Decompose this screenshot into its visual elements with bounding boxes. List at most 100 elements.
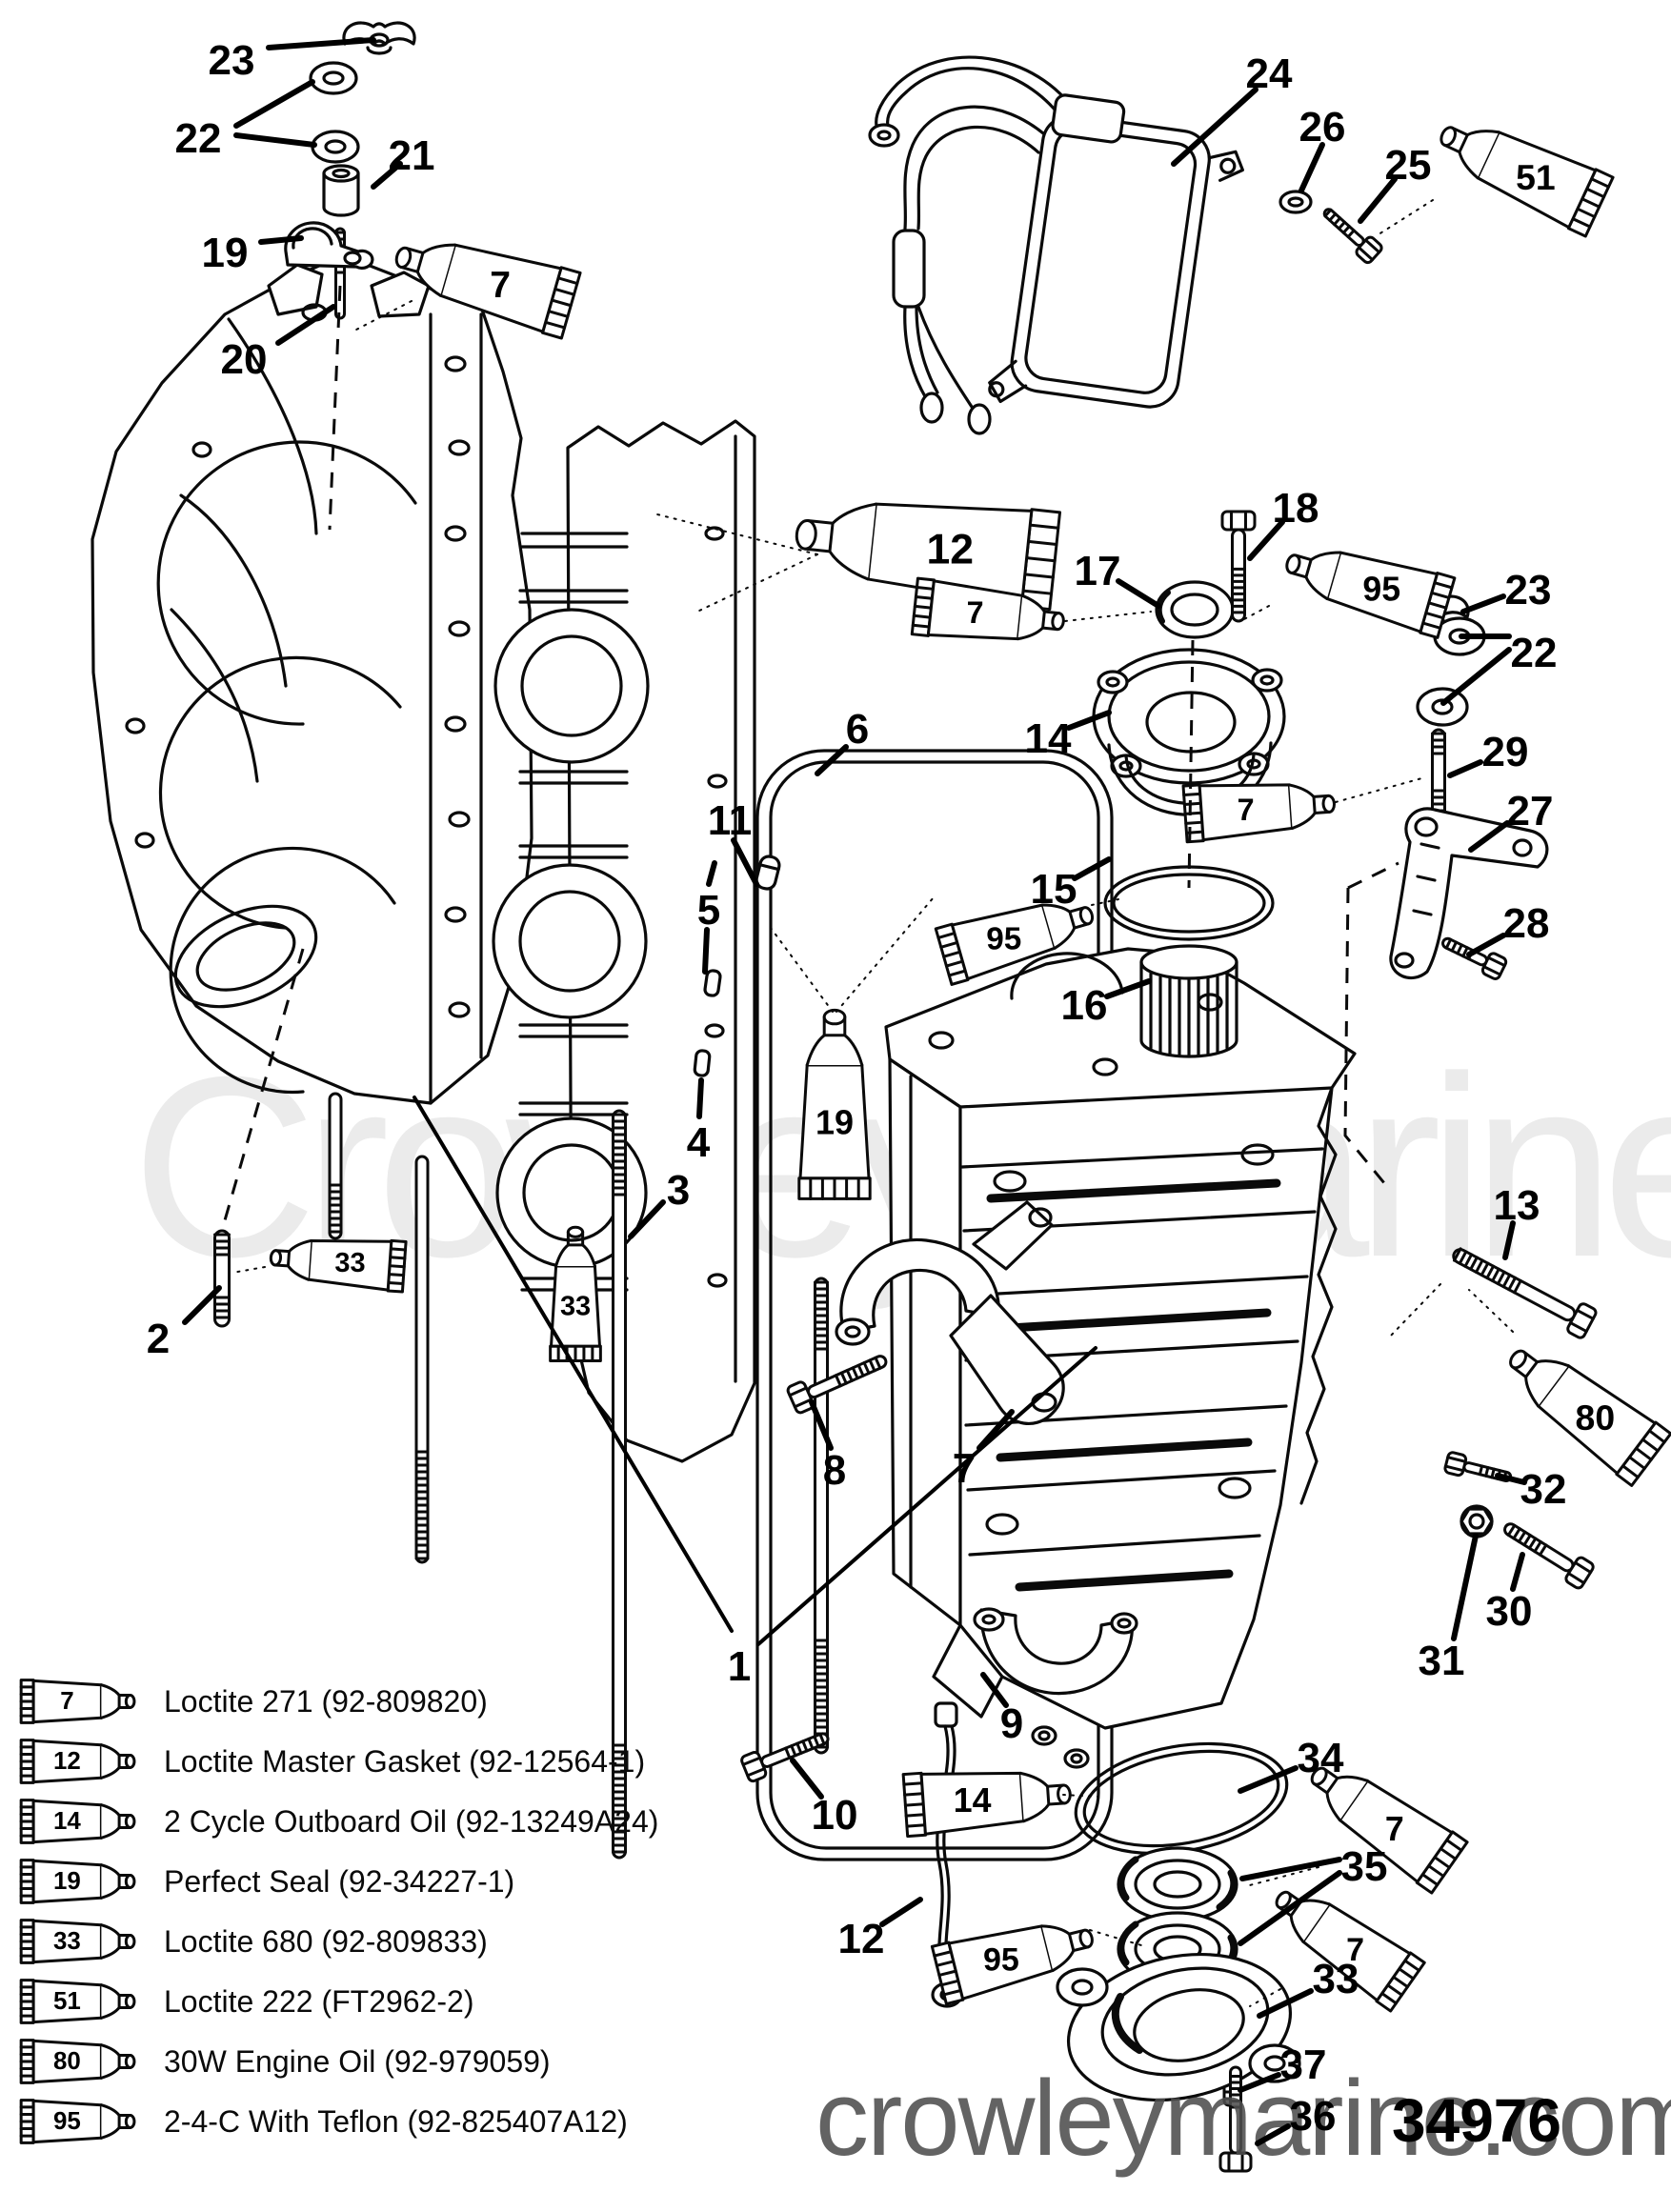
tube-number: 19 bbox=[815, 1103, 854, 1142]
legend-label: Loctite 222 (FT2962-2) bbox=[164, 1984, 474, 2019]
callout-26: 26 bbox=[1299, 104, 1346, 193]
stud bbox=[814, 1277, 829, 1755]
callout-number: 2 bbox=[147, 1316, 170, 1362]
tube-number: 95 bbox=[986, 922, 1021, 957]
callout-number: 26 bbox=[1299, 104, 1346, 151]
dotted-application-leader bbox=[1388, 1283, 1441, 1338]
tube-number: 95 bbox=[1362, 571, 1400, 609]
leader-line bbox=[1238, 2072, 1281, 2093]
leader-line bbox=[1358, 176, 1398, 224]
dotted-application-leader bbox=[355, 300, 413, 331]
bolt bbox=[786, 1355, 888, 1415]
part-upper-end-cap-stack bbox=[1092, 580, 1286, 1058]
dotted-application-leader bbox=[1335, 776, 1426, 803]
tube-number: 12 bbox=[926, 527, 974, 573]
legend-row-7: 7 Loctite 271 (92-809820) bbox=[19, 1679, 488, 1724]
legend-label: Loctite Master Gasket (92-12564-1) bbox=[164, 1744, 645, 1779]
part-clamps-and-cable bbox=[835, 1200, 1138, 2008]
callout-number: 34 bbox=[1298, 1735, 1344, 1781]
leader-line bbox=[815, 744, 849, 776]
stud bbox=[213, 1229, 231, 1328]
callout-number: 11 bbox=[708, 797, 753, 844]
leader-line bbox=[706, 860, 717, 887]
bolt bbox=[1322, 208, 1383, 265]
leader-line bbox=[980, 1672, 1009, 1708]
callout-22: 22 bbox=[1440, 630, 1558, 706]
sealant-tube-14-11: 14 bbox=[901, 1771, 1072, 1839]
callout-number: 21 bbox=[389, 132, 435, 179]
leader-line bbox=[702, 927, 710, 975]
callout-number: 27 bbox=[1507, 788, 1554, 835]
sealant-tube-51-2: 51 bbox=[1439, 126, 1615, 238]
callout-31: 31 bbox=[1419, 1533, 1479, 1684]
leader-line bbox=[371, 161, 403, 190]
callout-number: 19 bbox=[202, 230, 249, 276]
tube-number: 14 bbox=[53, 1808, 81, 1835]
callout-number: 22 bbox=[1511, 630, 1558, 676]
legend-label: Loctite 680 (92-809833) bbox=[164, 1924, 488, 1959]
callout-number: 20 bbox=[221, 336, 268, 383]
dotted-application-leader bbox=[1064, 611, 1152, 622]
callout-number: 30 bbox=[1486, 1588, 1533, 1635]
callout-22: 22 bbox=[175, 79, 317, 162]
legend-label: 2 Cycle Outboard Oil (92-13249A24) bbox=[164, 1804, 658, 1839]
leader-line bbox=[275, 304, 336, 346]
sealant-tube-7-4: 7 bbox=[910, 576, 1065, 641]
callout-9: 9 bbox=[980, 1672, 1023, 1747]
leader-line bbox=[809, 1399, 834, 1451]
leader-line bbox=[233, 79, 315, 129]
legend-label: Loctite 271 (92-809820) bbox=[164, 1684, 488, 1719]
callout-number: 37 bbox=[1280, 2041, 1327, 2088]
leader-line bbox=[1255, 2123, 1291, 2146]
sealant-tube-7-14: 7 bbox=[1275, 1890, 1426, 2013]
leader-line bbox=[1238, 1870, 1342, 1946]
leader-line bbox=[1104, 978, 1152, 999]
sealant-tube-19-legend: 19 bbox=[19, 1859, 136, 1904]
callout-number: 32 bbox=[1520, 1466, 1567, 1513]
callout-number: 6 bbox=[846, 706, 869, 753]
callout-number: 23 bbox=[209, 37, 255, 84]
dashed-projection-line bbox=[221, 948, 305, 1228]
callout-3: 3 bbox=[628, 1167, 690, 1239]
tube-number: 7 bbox=[1346, 1932, 1364, 1968]
callout-25: 25 bbox=[1358, 142, 1431, 224]
leader-line bbox=[879, 1897, 923, 1927]
tube-number: 95 bbox=[983, 1941, 1019, 1978]
dashed-projection-line bbox=[1343, 887, 1391, 1190]
callout-12: 12 bbox=[838, 1897, 923, 1962]
callout-number: 8 bbox=[823, 1447, 846, 1494]
callout-number: 28 bbox=[1503, 900, 1550, 947]
sealant-tube-7-legend: 7 bbox=[19, 1679, 136, 1724]
leader-line bbox=[182, 1285, 222, 1325]
dashed-projection-line bbox=[328, 285, 342, 531]
leader-line bbox=[266, 37, 376, 50]
tube-number: 33 bbox=[334, 1248, 365, 1278]
callout-number: 18 bbox=[1273, 485, 1319, 532]
bolt bbox=[740, 1732, 830, 1783]
leader-line bbox=[1238, 1765, 1299, 1794]
small-hardware-top-left bbox=[284, 21, 416, 270]
callout-10: 10 bbox=[790, 1758, 857, 1839]
leader-line bbox=[1460, 593, 1506, 614]
tube-number: 19 bbox=[53, 1868, 81, 1895]
tube-number: 80 bbox=[53, 2048, 81, 2075]
callout-number: 5 bbox=[697, 887, 720, 934]
dotted-application-leader bbox=[836, 896, 935, 1013]
legend-row-14: 14 2 Cycle Outboard Oil (92-13249A24) bbox=[19, 1799, 658, 1844]
part-cylinder-block-right bbox=[884, 947, 1357, 1730]
sealant-tube-14-legend: 14 bbox=[19, 1799, 136, 1844]
tube-number: 95 bbox=[53, 2108, 81, 2135]
studs-group bbox=[213, 227, 1446, 2107]
callout-24: 24 bbox=[1171, 50, 1293, 167]
wing-clip-23 bbox=[342, 21, 416, 55]
leader-line bbox=[1299, 142, 1325, 193]
spacer-21 bbox=[322, 164, 360, 217]
leader-line bbox=[1239, 1857, 1342, 1881]
dotted-application-leader bbox=[1468, 1289, 1514, 1333]
callout-29: 29 bbox=[1447, 729, 1528, 778]
callout-21: 21 bbox=[371, 132, 435, 190]
callout-number: 1 bbox=[728, 1643, 751, 1690]
